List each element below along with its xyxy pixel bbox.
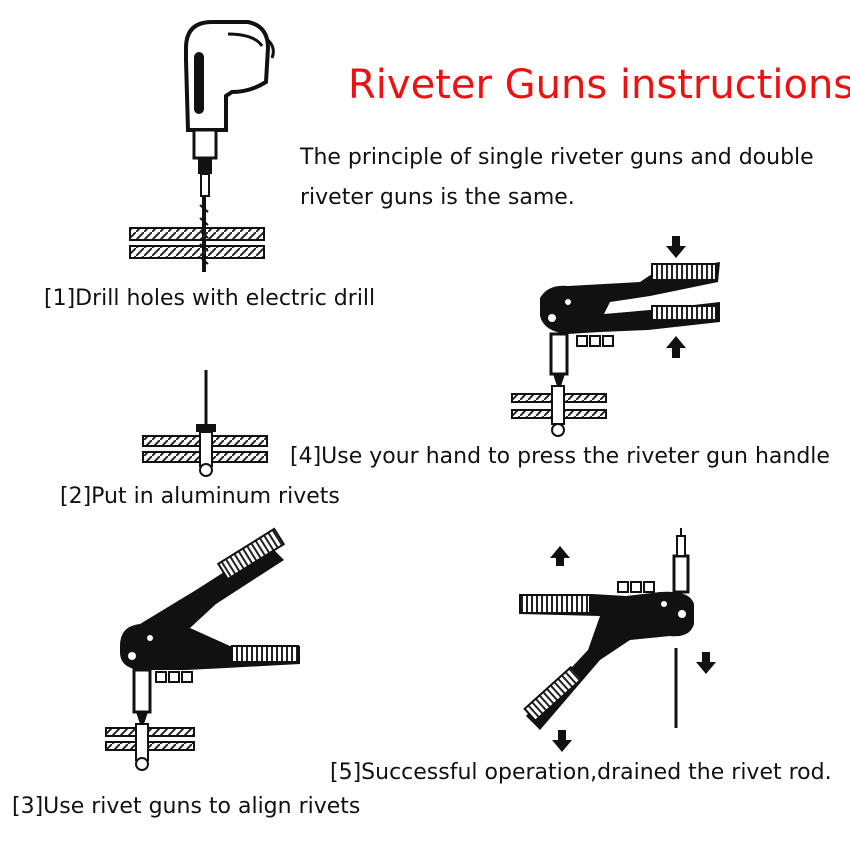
electric-drill-icon — [129, 20, 275, 272]
subtitle: The principle of single riveter guns and… — [300, 138, 845, 218]
step-1-caption: [1]Drill holes with electric drill — [44, 286, 376, 311]
rivet-in-plates-icon — [142, 370, 268, 477]
step-3-caption: [3]Use rivet guns to align rivets — [12, 794, 361, 819]
pressed-riveter-gun-icon — [511, 236, 720, 437]
page-title: Riveter Guns instructions — [348, 62, 850, 108]
step-2-caption: [2]Put in aluminum rivets — [60, 484, 340, 509]
released-riveter-gun-icon — [519, 528, 716, 752]
open-riveter-gun-icon — [105, 527, 300, 771]
subtitle-line-2: riveter guns is the same. — [300, 185, 575, 210]
step-4-caption: [4]Use your hand to press the riveter gu… — [290, 444, 830, 469]
step-5-caption: [5]Successful operation,drained the rive… — [330, 760, 832, 785]
subtitle-line-1: The principle of single riveter guns and… — [300, 145, 814, 170]
